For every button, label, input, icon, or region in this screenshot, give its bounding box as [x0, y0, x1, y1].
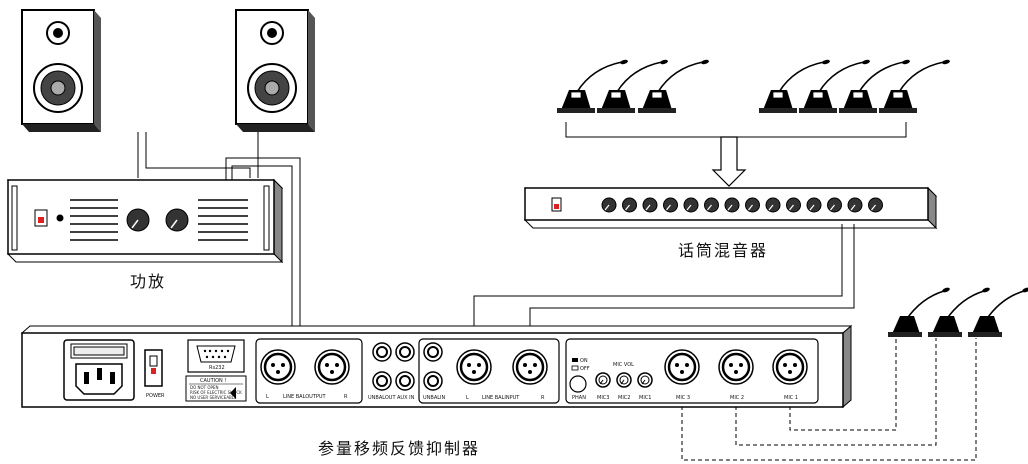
- mic2-input-label: MIC 2: [730, 395, 744, 401]
- mixer-knob-icon: [806, 197, 822, 213]
- speaker-cables: [137, 132, 259, 178]
- power-switch-icon: [144, 349, 163, 387]
- mic-mixer-device: [523, 186, 938, 230]
- caution-line-2: RISK OF ELECTRIC SHOCK: [190, 390, 242, 395]
- mixer-knob-icon: [765, 197, 781, 213]
- xlr-in-left-icon: [456, 349, 492, 385]
- power-inlet-icon: [63, 339, 135, 401]
- caution-title: CAUTION !: [200, 378, 226, 384]
- mic-cables-dashed: [681, 338, 977, 461]
- vol-label-mic1: MIC1: [639, 395, 651, 401]
- warning-icon: [230, 387, 236, 399]
- gooseneck-mic-icon: [928, 287, 990, 337]
- unbalin-label: UNBALIN: [423, 395, 446, 401]
- rca-auxin-icons: [395, 342, 415, 391]
- mixer-knob-icon: [745, 197, 760, 213]
- phantom-switch-icon: [569, 358, 587, 393]
- caution-box: CAUTION ! DO NOT OPEN RISK OF ELECTRIC S…: [185, 375, 247, 402]
- balout-r-label: R: [344, 394, 348, 400]
- balout-label: LINE BALOUTPUT: [283, 394, 327, 400]
- xlr-mic1-icon: [772, 349, 808, 385]
- auxin-label: AUX IN: [397, 395, 415, 401]
- feedback-suppressor-caption: 参量移频反馈抑制器: [318, 439, 480, 458]
- power-label: POWER: [146, 393, 165, 399]
- left-speaker-icon: [21, 9, 101, 132]
- mixer-knob-icon: [683, 197, 699, 213]
- mixer-knob-icon: [704, 197, 719, 213]
- caution-line-1: DO NOT OPEN: [190, 385, 218, 390]
- feedback-suppressor-rear-panel: POWER Rs232 CAUTION ! DO NOT OPEN RISK O…: [20, 324, 853, 409]
- rs232-label: Rs232: [209, 365, 225, 371]
- balin-label: LINE BALINPUT: [482, 395, 520, 401]
- amplifier-device: [6, 178, 284, 264]
- mic-vol-knob-icon[interactable]: [616, 372, 632, 388]
- rs232-port-icon: [187, 339, 245, 373]
- conference-mic-icon: [557, 59, 628, 113]
- xlr-out-right-icon: [314, 349, 350, 385]
- mixer-output-cables: [473, 224, 855, 340]
- conference-mic-icon: [759, 59, 830, 113]
- mic-vol-knob-icon[interactable]: [595, 372, 611, 388]
- conference-mic-icon: [879, 59, 950, 113]
- gooseneck-mic-icon: [888, 287, 950, 337]
- mic-bus-bracket: [565, 122, 907, 138]
- phantom-off-label: OFF: [580, 366, 590, 372]
- mixer-knob-icon: [786, 197, 801, 213]
- conference-mic-icon: [839, 59, 910, 113]
- mixer-knob-icon: [827, 197, 842, 213]
- vol-label-mic2: MIC2: [618, 395, 630, 401]
- xlr-out-left-icon: [260, 349, 296, 385]
- conference-mic-icon: [597, 59, 668, 113]
- mixer-knob-icon: [868, 197, 883, 213]
- mixer-knob-icon: [663, 197, 678, 213]
- gooseneck-mic-icon: [968, 287, 1028, 337]
- xlr-mic3-icon: [664, 349, 700, 385]
- gooseneck-mics-group: [888, 287, 1028, 337]
- mic3-input-label: MIC 3: [676, 395, 690, 401]
- phantom-on-label: ON: [580, 358, 588, 364]
- xlr-in-right-icon: [512, 349, 548, 385]
- right-speaker-icon: [235, 9, 315, 132]
- conference-mics-group: [557, 59, 950, 113]
- phantom-label: PHAN: [572, 395, 586, 401]
- mixer-knob-icon: [724, 197, 740, 213]
- xlr-mic2-icon: [718, 349, 754, 385]
- conference-mic-icon: [799, 59, 870, 113]
- balout-l-label: L: [266, 394, 269, 400]
- mixer-knob-icon: [847, 197, 863, 213]
- signal-arrow: [711, 136, 747, 187]
- rca-unbalout-icons: [372, 342, 392, 391]
- mic-mixer-caption: 话筒混音器: [678, 241, 768, 260]
- mic-vol-label: MIC VOL: [613, 362, 634, 368]
- unbalout-label: UNBALOUT: [368, 395, 396, 401]
- balin-r-label: R: [541, 395, 545, 401]
- amplifier-caption: 功放: [130, 272, 166, 291]
- conference-mic-icon: [638, 59, 709, 113]
- balin-l-label: L: [466, 395, 469, 401]
- mixer-knob-icon: [622, 197, 637, 213]
- mic-vol-knob-icon[interactable]: [637, 372, 653, 388]
- mixer-knob-icon: [642, 197, 658, 213]
- mixer-knob-icon: [601, 197, 617, 213]
- caution-line-3: NO USER SERVICEABLE: [190, 395, 237, 400]
- mic1-input-label: MIC 1: [784, 395, 798, 401]
- vol-label-mic3: MIC3: [597, 395, 609, 401]
- rca-unbalin-icons: [423, 342, 443, 391]
